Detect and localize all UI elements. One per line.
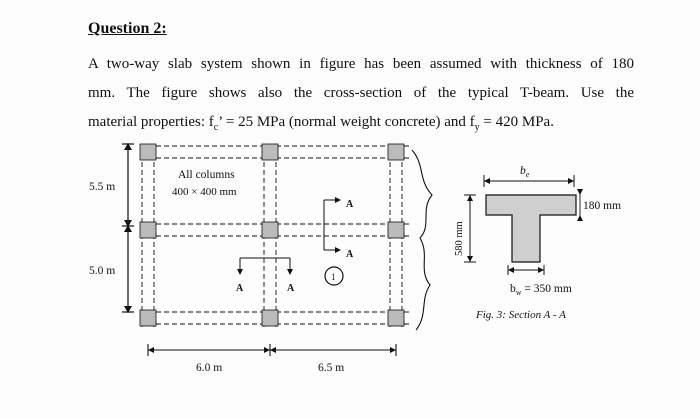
figure-caption: Fig. 3: Section A - A	[475, 309, 566, 321]
flange-width-label: be	[520, 165, 530, 179]
column	[261, 143, 279, 161]
web-width-label: bw = 350 mm	[510, 283, 572, 297]
column	[139, 143, 157, 161]
column	[387, 143, 405, 161]
column	[139, 221, 157, 239]
span-bottom-label: 5.0 m	[89, 265, 115, 277]
column	[387, 221, 405, 239]
beam-depth-label: 580 mm	[454, 221, 465, 256]
column	[261, 221, 279, 239]
column	[387, 309, 405, 327]
section-mark-top: A	[346, 199, 354, 210]
circle-marker	[324, 266, 344, 286]
column	[261, 309, 279, 327]
columns-label-1: All columns	[178, 169, 235, 181]
column	[139, 309, 157, 327]
t-beam-shape	[485, 194, 577, 263]
span-right-label: 6.5 m	[318, 362, 344, 374]
section-mark-bottom: A	[346, 249, 354, 260]
question-text: A two-way slab system shown in figure ha…	[88, 50, 634, 142]
span-top-label: 5.5 m	[89, 181, 115, 193]
question-line-3: material properties: fc’ = 25 MPa (norma…	[88, 114, 554, 133]
slab-thickness-label: 180 mm	[583, 200, 621, 212]
span-left-label: 6.0 m	[196, 362, 222, 374]
section-mark-right: A	[287, 283, 295, 294]
question-heading: Question 2:	[88, 20, 167, 37]
t-beam-section	[464, 175, 583, 275]
slab-plan	[122, 143, 433, 356]
question-line-1: A two-way slab system shown in figure ha…	[88, 56, 634, 72]
section-mark-left: A	[236, 283, 244, 294]
circle-mark-label: 1	[331, 272, 336, 282]
columns-label-2: 400 × 400 mm	[172, 186, 237, 198]
question-line-2: mm. The figure shows also the cross-sect…	[88, 85, 634, 101]
